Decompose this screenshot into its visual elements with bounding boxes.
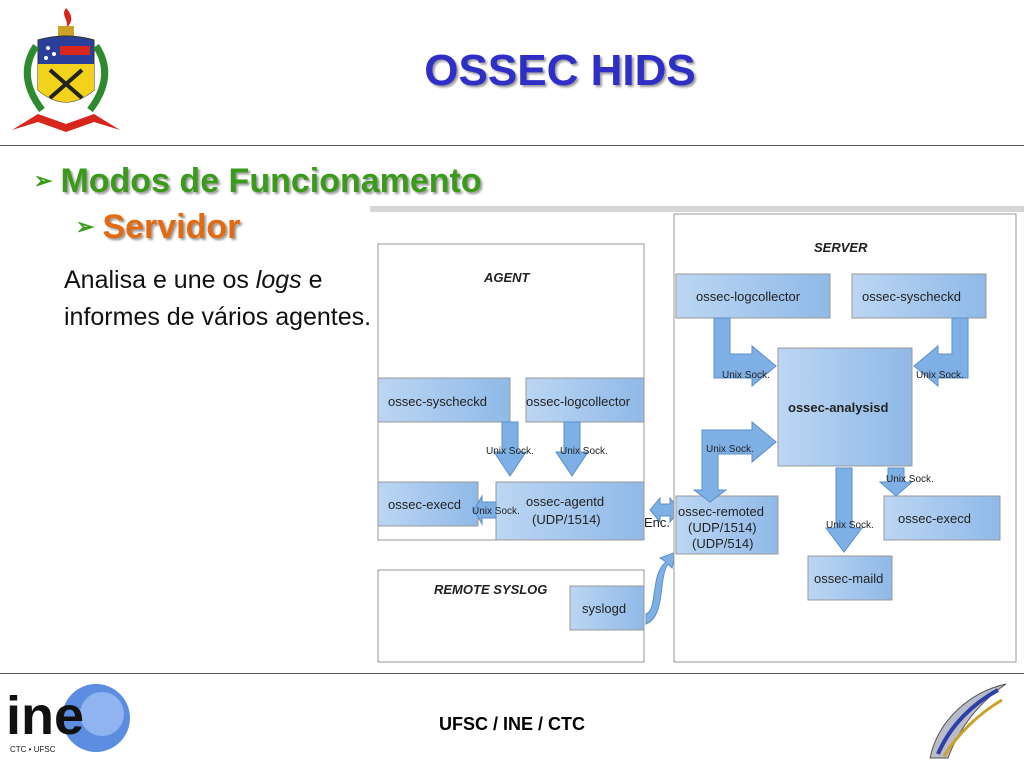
ine-logo-caption: CTC • UFSC — [10, 745, 56, 754]
agent-unix-sock-3: Unix Sock. — [472, 506, 520, 517]
server-unix-sock-1: Unix Sock. — [722, 370, 770, 381]
remoted-label-3: (UDP/514) — [692, 536, 753, 551]
agent-logcollector-box — [525, 377, 645, 423]
server-execd-box — [883, 495, 1001, 541]
ine-logo: ine CTC • UFSC — [6, 684, 130, 754]
agent-unix-sock-1: Unix Sock. — [486, 446, 534, 457]
remoted-label-1: ossec-remoted — [678, 504, 764, 519]
diagram-top-shadow — [370, 206, 1024, 212]
remote-syslog-title: REMOTE SYSLOG — [434, 582, 547, 597]
slide-title: OSSEC HIDS — [424, 46, 696, 95]
agent-agentd-label-2: (UDP/1514) — [532, 512, 601, 527]
maild-box — [807, 555, 893, 601]
server-arrow-maild — [825, 467, 863, 553]
maild-label: ossec-maild — [814, 571, 883, 586]
ossec-architecture-diagram: AGENT ossec-syscheckd ossec-logcollector… — [377, 213, 1017, 663]
footer-divider — [0, 673, 1024, 674]
analysisd-box — [777, 347, 913, 467]
server-execd-label: ossec-execd — [898, 511, 971, 526]
agent-arrow-syscheckd — [493, 421, 527, 477]
bullet-servidor: ➢ Servidor — [76, 208, 240, 247]
remoted-label-2: (UDP/1514) — [688, 520, 757, 535]
bullet-arrow-icon: ➢ — [34, 168, 53, 193]
agent-title: AGENT — [483, 270, 531, 285]
server-unix-sock-3: Unix Sock. — [706, 444, 754, 455]
header-divider — [0, 145, 1024, 146]
bullet-modos-label: Modos de Funcionamento — [60, 162, 482, 200]
server-arrow-logcollector — [713, 317, 777, 388]
server-arrow-remoted — [692, 420, 777, 503]
bullet-arrow-icon: ➢ — [76, 214, 95, 239]
agent-logcollector-label: ossec-logcollector — [526, 394, 631, 409]
remoted-box — [675, 495, 779, 555]
server-arrow-execd — [878, 467, 914, 497]
agent-execd-label: ossec-execd — [388, 497, 461, 512]
footer-institution: UFSC / INE / CTC — [438, 714, 585, 734]
bullet-modos: ➢ Modos de Funcionamento — [34, 162, 482, 201]
bullet-servidor-label: Servidor — [102, 208, 241, 246]
server-syscheckd-label: ossec-syscheckd — [862, 289, 961, 304]
agent-execd-box — [377, 481, 479, 527]
agent-arrow-execd — [473, 494, 497, 526]
server-unix-sock-4: Unix Sock. — [886, 474, 934, 485]
syslogd-label: syslogd — [582, 601, 626, 616]
ufsc-crest-logo — [12, 8, 120, 132]
server-logcollector-box — [675, 273, 831, 319]
server-unix-sock-2: Unix Sock. — [916, 370, 964, 381]
syslog-arrow — [645, 551, 677, 625]
agent-syscheckd-box — [377, 377, 511, 423]
agent-unix-sock-2: Unix Sock. — [560, 446, 608, 457]
enc-label: Enc. — [644, 515, 670, 530]
swoosh-logo — [929, 683, 1007, 759]
agent-syscheckd-label: ossec-syscheckd — [388, 394, 487, 409]
analysisd-label: ossec-analysisd — [788, 400, 889, 415]
agent-agentd-box — [495, 481, 645, 541]
server-syscheckd-box — [851, 273, 987, 319]
agent-arrow-logcollector — [555, 421, 589, 477]
server-logcollector-label: ossec-logcollector — [696, 289, 801, 304]
body-paragraph: Analisa e une os logs e informes de vári… — [64, 266, 372, 331]
syslogd-box — [569, 585, 645, 631]
server-unix-sock-5: Unix Sock. — [826, 520, 874, 531]
ine-logo-text: ine — [6, 686, 84, 746]
server-title: SERVER — [814, 240, 868, 255]
agent-agentd-label-1: ossec-agentd — [526, 494, 604, 509]
server-arrow-syscheckd — [913, 317, 969, 388]
